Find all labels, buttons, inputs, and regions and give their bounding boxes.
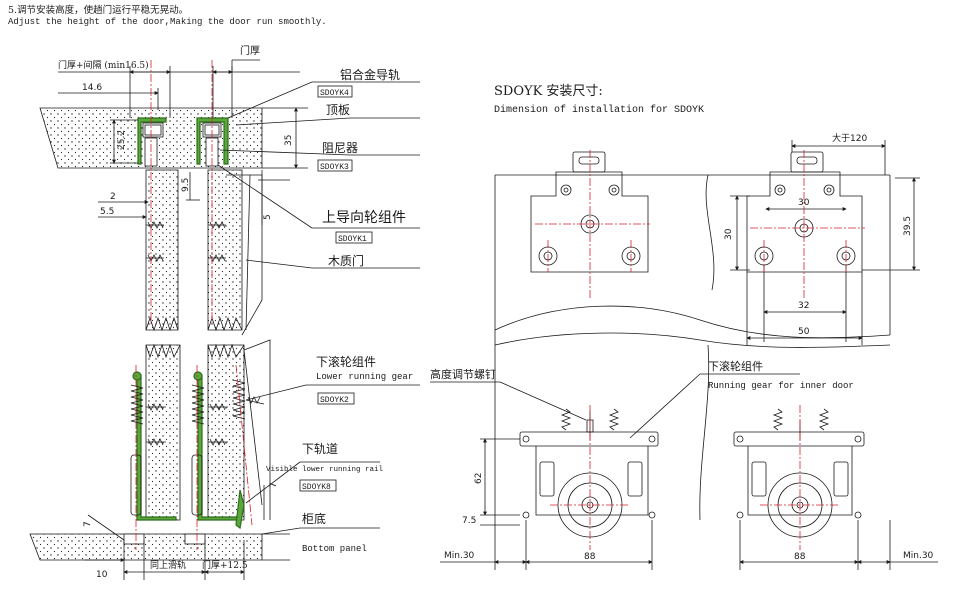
dim-5-5: 5.5 [100, 207, 114, 217]
label-aluminium-rail: 铝合金导轨 [340, 67, 400, 82]
dim-50: 50 [798, 327, 810, 337]
label-upper-slide: 同上滑轨 [150, 559, 186, 571]
code-lower-rail: SDOYK8 [302, 483, 331, 492]
code-lower-gear: SDOYK2 [320, 396, 349, 405]
dim-25-2: 25.2 [117, 130, 127, 150]
label-lower-rail-cn: 下轨道 [302, 442, 338, 456]
dim-7-5: 7.5 [462, 516, 476, 526]
left-section-drawing [29, 59, 420, 580]
code-damper: SDOYK3 [320, 163, 349, 172]
label-damper: 阻尼器 [322, 141, 358, 155]
label-upper-guide: 上导向轮组件 [322, 210, 406, 226]
label-door-plus: 门厚+12.5 [202, 559, 248, 571]
code-upper-guide: SDOYK1 [338, 235, 367, 244]
dim-10: 10 [96, 570, 108, 580]
label-top-panel: 顶板 [326, 103, 350, 117]
label-greater-120: 大于120 [832, 132, 867, 144]
label-min-30-left: Min.30 [444, 551, 475, 561]
dim-9-5: 9.5 [181, 178, 191, 192]
right-centerlines [535, 150, 865, 550]
dim-62: 62 [474, 473, 484, 484]
code-box-lower-gear [317, 392, 355, 405]
label-door-thickness: 门厚 [240, 44, 260, 57]
label-lower-gear-en: Lower running gear [316, 372, 413, 382]
label-bottom-cn: 柜底 [302, 511, 326, 526]
dim-32: 32 [798, 301, 809, 311]
code-box-rail [317, 85, 353, 98]
right-title-cn: SDOYK 安装尺寸: [494, 84, 603, 99]
label-lower-rail-en: Visible lower running rail [266, 466, 384, 474]
label-inner-gear-en: Running gear for inner door [708, 381, 854, 391]
dim-88-right: 88 [794, 552, 806, 562]
right-installation-drawing [430, 140, 938, 570]
code-rail: SDOYK4 [320, 89, 349, 98]
label-lower-gear-cn: 下滚轮组件 [316, 354, 376, 369]
dim-35: 35 [284, 135, 294, 146]
dim-88-left: 88 [584, 552, 596, 562]
code-box-upper-guide [335, 231, 373, 244]
dim-30-side: 30 [724, 228, 734, 240]
label-min-30-right: Min.30 [903, 551, 934, 561]
right-title-en: Dimension of installation for SDOYK [494, 104, 704, 116]
dim-2: 2 [110, 192, 116, 202]
dim-14-6: 14.6 [82, 83, 102, 93]
step-title-cn: 5.调节安装高度，使趟门运行平稳无晃动。 [8, 4, 188, 16]
code-box-lower-rail [299, 479, 337, 492]
dim-39-5: 39.5 [903, 216, 913, 236]
label-lower-gear-right: 下滚轮组件 [708, 359, 763, 373]
dim-7-left: 7 [83, 521, 93, 527]
label-door-gap: 门厚+间隔 (min16.5) [58, 59, 149, 71]
label-height-screw: 高度调节螺钉 [430, 367, 496, 381]
label-bottom-en: Bottom panel [302, 544, 367, 554]
dim-30-top: 30 [798, 198, 810, 208]
label-wood-door: 木质门 [328, 253, 364, 268]
dim-5: 5 [263, 214, 273, 220]
code-box-damper [317, 159, 353, 172]
dim-7-right: 7 [269, 482, 279, 488]
step-title-en: Adjust the height of the door,Making the… [8, 17, 327, 27]
left-centerlines [135, 60, 253, 550]
